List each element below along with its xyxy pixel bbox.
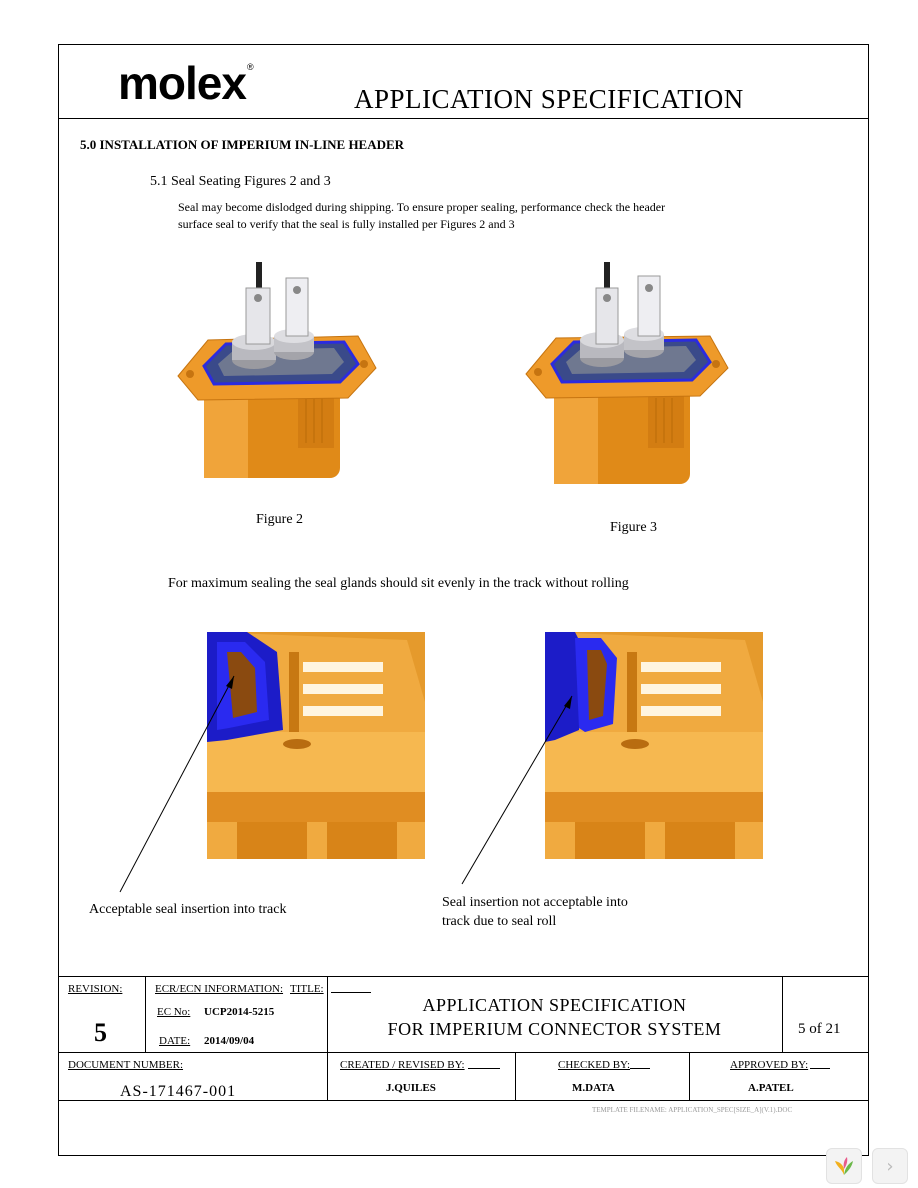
- paragraph-line-2: surface seal to verify that the seal is …: [178, 217, 515, 231]
- subsection-title: 5.1 Seal Seating Figures 2 and 3: [150, 174, 331, 189]
- titleblock-title-line-1: APPLICATION SPECIFICATION: [422, 995, 687, 1015]
- titleblock-top-border: [58, 976, 869, 977]
- section-title: 5.0 INSTALLATION OF IMPERIUM IN-LINE HEA…: [80, 137, 405, 152]
- doc-number-value: AS-171467-001: [120, 1083, 237, 1100]
- approved-label-underline: [810, 1068, 830, 1069]
- created-label-underline: [468, 1068, 500, 1069]
- titleblock-title-line-2: FOR IMPERIUM CONNECTOR SYSTEM: [387, 1019, 722, 1039]
- titleblock-divider: [515, 1052, 516, 1100]
- date-value: 2014/09/04: [204, 1035, 255, 1047]
- not-acceptable-caption-line-2: track due to seal roll: [442, 914, 557, 929]
- figure-2-header-image: [177, 262, 377, 478]
- paragraph-line-1: Seal may become dislodged during shippin…: [178, 200, 666, 214]
- created-label: CREATED / REVISED BY:: [340, 1059, 465, 1071]
- titleblock-divider: [782, 976, 783, 1052]
- acceptable-seal-closeup-image: [207, 632, 425, 859]
- leaf-icon: [835, 1157, 853, 1175]
- sealing-note: For maximum sealing the seal glands shou…: [168, 576, 629, 591]
- revision-value: 5: [94, 1018, 107, 1047]
- molex-logo: molex®: [118, 57, 254, 109]
- not-acceptable-caption-line-1: Seal insertion not acceptable into: [442, 895, 628, 910]
- date-label: DATE:: [159, 1035, 191, 1047]
- title-label-underline: [331, 992, 371, 993]
- viewer-logo-button[interactable]: [826, 1148, 862, 1184]
- sheet-number: 5 of 21: [798, 1021, 841, 1037]
- figure-2-caption: Figure 2: [256, 512, 304, 527]
- checked-value: M.DATA: [572, 1082, 615, 1094]
- titleblock-divider: [327, 976, 328, 1100]
- doc-number-label: DOCUMENT NUMBER:: [68, 1059, 184, 1071]
- titleblock-divider: [145, 976, 146, 1052]
- figure-3-caption: Figure 3: [610, 520, 658, 535]
- titleblock-middle-border: [58, 1052, 869, 1053]
- ecr-label: ECR/ECN INFORMATION:: [155, 983, 284, 995]
- approved-value: A.PATEL: [748, 1082, 794, 1094]
- figure-3-header-image: [525, 262, 729, 484]
- revision-label: REVISION:: [68, 983, 123, 995]
- titleblock-bottom-border: [58, 1100, 869, 1101]
- created-value: J.QUILES: [386, 1082, 436, 1094]
- page-frame: [58, 44, 869, 1156]
- checked-label: CHECKED BY:: [558, 1059, 631, 1071]
- template-filename: TEMPLATE FILENAME: APPLICATION_SPEC[SIZE…: [592, 1106, 793, 1114]
- document-title: APPLICATION SPECIFICATION: [354, 84, 744, 114]
- ec-value: UCP2014-5215: [204, 1006, 275, 1018]
- ec-label: EC No:: [157, 1006, 191, 1018]
- checked-label-underline: [630, 1068, 650, 1069]
- approved-label: APPROVED BY:: [730, 1059, 809, 1071]
- title-label: TITLE:: [290, 983, 324, 995]
- acceptable-caption: Acceptable seal insertion into track: [89, 902, 287, 917]
- header-divider: [58, 118, 869, 119]
- rolled-seal-closeup-image: [545, 632, 763, 859]
- next-page-button[interactable]: ›: [872, 1148, 908, 1184]
- chevron-right-icon: ›: [886, 1155, 894, 1177]
- titleblock-divider: [689, 1052, 690, 1100]
